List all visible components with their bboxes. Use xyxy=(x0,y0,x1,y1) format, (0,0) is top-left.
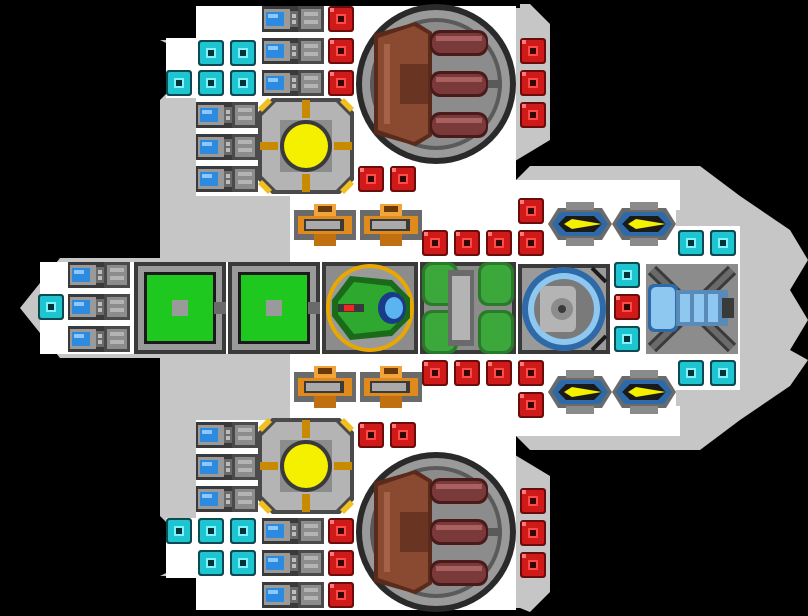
cockpit xyxy=(322,262,418,354)
central-spine-modules xyxy=(38,198,738,418)
engine-assembly xyxy=(646,264,738,354)
shield-dome xyxy=(518,264,610,354)
green-tank-assembly xyxy=(420,262,516,354)
